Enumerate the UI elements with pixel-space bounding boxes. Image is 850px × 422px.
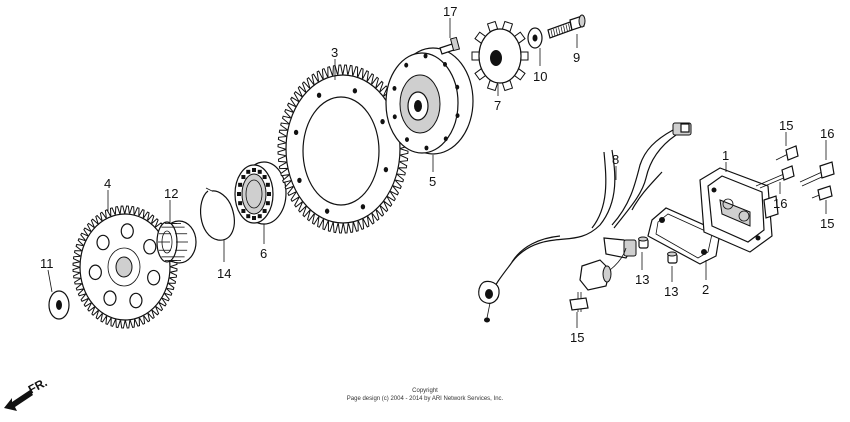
callout-6: 6 bbox=[260, 246, 267, 261]
part-13-collar-a bbox=[638, 236, 649, 249]
part-9-bolt bbox=[547, 14, 586, 39]
part-16-screw-left bbox=[755, 165, 795, 189]
part-7-rotor-plate bbox=[471, 20, 529, 92]
callout-13-left: 13 bbox=[635, 272, 649, 287]
leader-lines bbox=[47, 18, 827, 328]
callout-11: 11 bbox=[40, 256, 54, 271]
part-15-screw-right bbox=[811, 185, 833, 201]
callout-15-right: 15 bbox=[820, 216, 834, 231]
part-4-large-gear bbox=[72, 205, 178, 329]
part-1-unit bbox=[699, 167, 779, 253]
callout-16-right: 16 bbox=[820, 126, 834, 141]
callout-9: 9 bbox=[573, 50, 580, 65]
callout-2: 2 bbox=[702, 282, 709, 297]
callout-5: 5 bbox=[429, 174, 436, 189]
callout-14: 14 bbox=[217, 266, 231, 281]
callout-8: 8 bbox=[612, 152, 619, 167]
part-11-washer bbox=[48, 290, 70, 320]
callout-7: 7 bbox=[494, 98, 501, 113]
callout-13-right: 13 bbox=[664, 284, 678, 299]
callout-12: 12 bbox=[164, 186, 178, 201]
callout-10: 10 bbox=[533, 69, 547, 84]
front-direction-arrow: FR. bbox=[4, 375, 49, 411]
part-6-one-way-clutch bbox=[234, 161, 287, 225]
part-15-screw-bottom bbox=[569, 292, 589, 312]
part-8-harness bbox=[478, 122, 692, 323]
part-5-flywheel-hub bbox=[385, 47, 474, 155]
callout-16-left: 16 bbox=[773, 196, 787, 211]
part-10-washer bbox=[527, 27, 543, 49]
callout-15-bottom: 15 bbox=[570, 330, 584, 345]
copyright-title: Copyright bbox=[412, 388, 438, 394]
part-16-screw-right bbox=[799, 161, 835, 187]
part-2-plate bbox=[647, 207, 721, 265]
callout-4: 4 bbox=[104, 176, 111, 191]
part-17-bolt bbox=[439, 36, 461, 55]
part-14-snap-ring bbox=[200, 187, 235, 241]
part-12-needle-bearing bbox=[156, 220, 197, 264]
part-15-screw-top bbox=[775, 145, 799, 161]
copyright-notice: Page design (c) 2004 - 2014 by ARI Netwo… bbox=[347, 396, 504, 402]
part-3-ring-gear bbox=[277, 64, 409, 234]
callout-17: 17 bbox=[443, 4, 457, 19]
callout-15-top: 15 bbox=[779, 118, 793, 133]
callout-1: 1 bbox=[722, 148, 729, 163]
part-13-collar-b bbox=[667, 251, 678, 264]
callout-3: 3 bbox=[331, 45, 338, 60]
